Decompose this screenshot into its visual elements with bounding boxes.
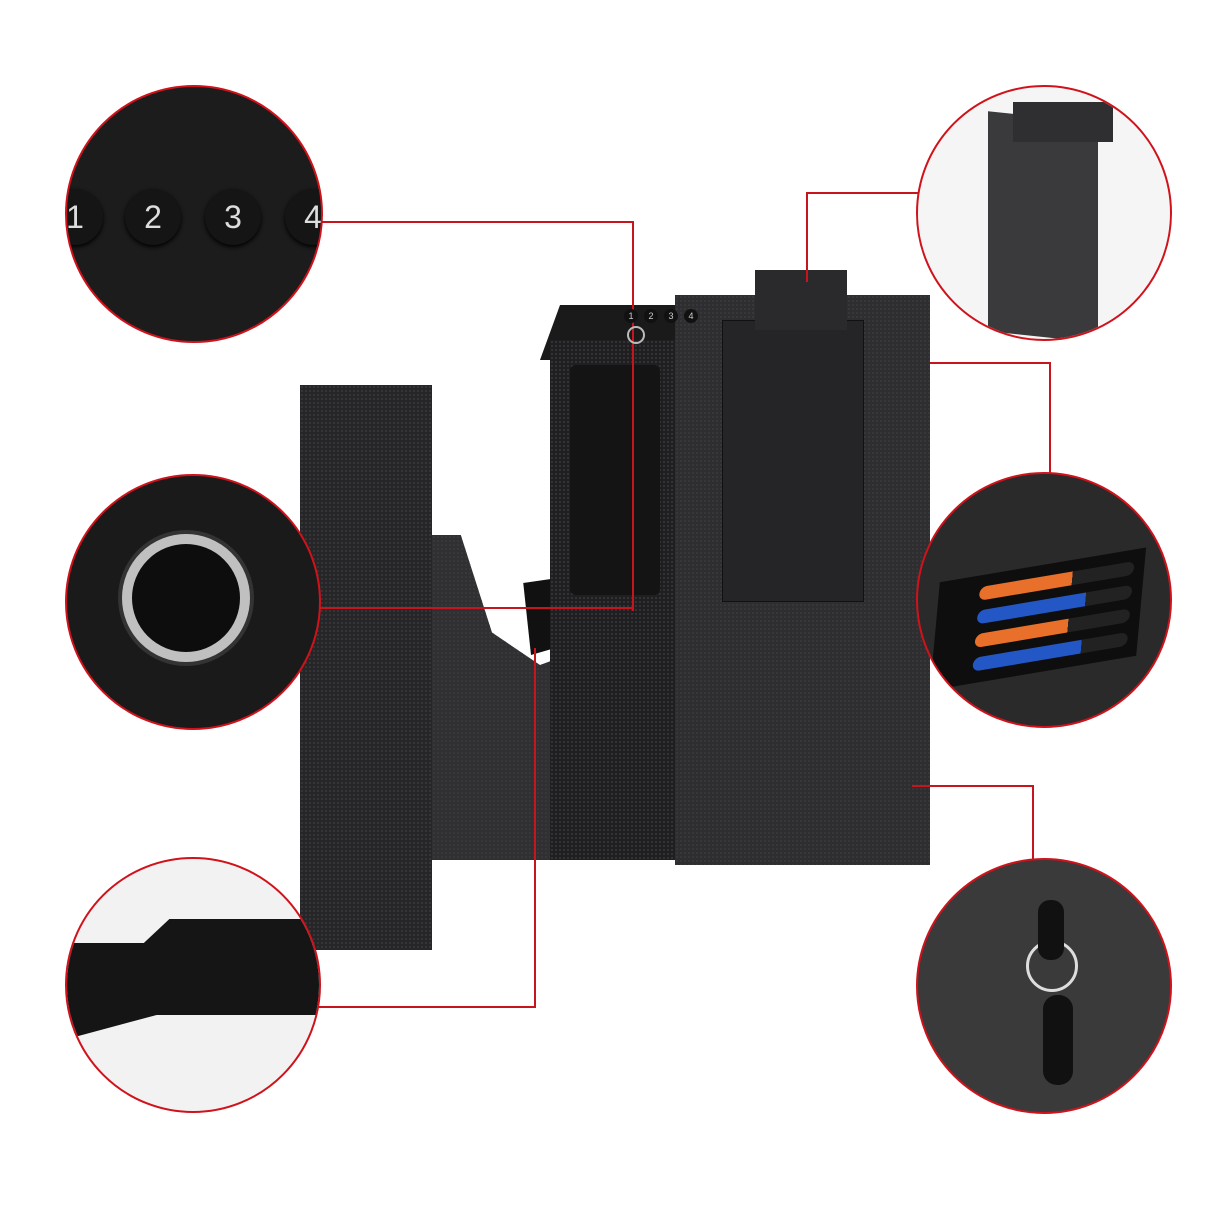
- mounting-bracket: [722, 320, 864, 602]
- keypad: 1 2 3 4: [618, 305, 728, 327]
- mini-key-2[interactable]: 2: [644, 309, 658, 323]
- battery-tray: [929, 547, 1147, 691]
- connector-line: [806, 192, 918, 194]
- key-2[interactable]: 2: [125, 189, 181, 245]
- mounting-bracket-callout: [916, 85, 1172, 341]
- key-1[interactable]: 1: [67, 189, 103, 245]
- key-icon[interactable]: [1038, 900, 1064, 960]
- bracket-image: [988, 111, 1098, 339]
- connector-line: [1049, 362, 1051, 474]
- battery-compartment-callout: [916, 472, 1172, 728]
- connector-line: [912, 785, 1034, 787]
- holster-insert-callout: [65, 857, 321, 1113]
- holster-insert-image: [67, 919, 319, 1039]
- connector-line: [322, 221, 634, 223]
- mini-key-4[interactable]: 4: [684, 309, 698, 323]
- fingerprint-sensor-callout: [65, 474, 321, 730]
- key-icon[interactable]: [1043, 995, 1073, 1085]
- keypad-detail-callout: 1 2 3 4: [65, 85, 323, 343]
- front-drawer-plate: [300, 385, 432, 950]
- gun-safe: 1 2 3 4: [300, 260, 940, 960]
- connector-line: [930, 362, 1050, 364]
- fingerprint-ring-icon[interactable]: [122, 534, 250, 662]
- connector-line: [1032, 785, 1034, 860]
- gun-grip: [570, 365, 660, 595]
- mini-key-1[interactable]: 1: [624, 309, 638, 323]
- fingerprint-sensor-small[interactable]: [627, 326, 645, 344]
- mini-key-3[interactable]: 3: [664, 309, 678, 323]
- key-lock-callout: [916, 858, 1172, 1114]
- bracket-top-flange: [755, 270, 847, 330]
- key-3[interactable]: 3: [205, 189, 261, 245]
- connector-line: [534, 648, 536, 1008]
- connector-line: [632, 221, 634, 611]
- key-4[interactable]: 4: [285, 189, 321, 245]
- connector-line: [318, 1006, 536, 1008]
- bracket-flange-image: [1013, 102, 1113, 142]
- connector-line: [318, 607, 634, 609]
- connector-line: [806, 192, 808, 282]
